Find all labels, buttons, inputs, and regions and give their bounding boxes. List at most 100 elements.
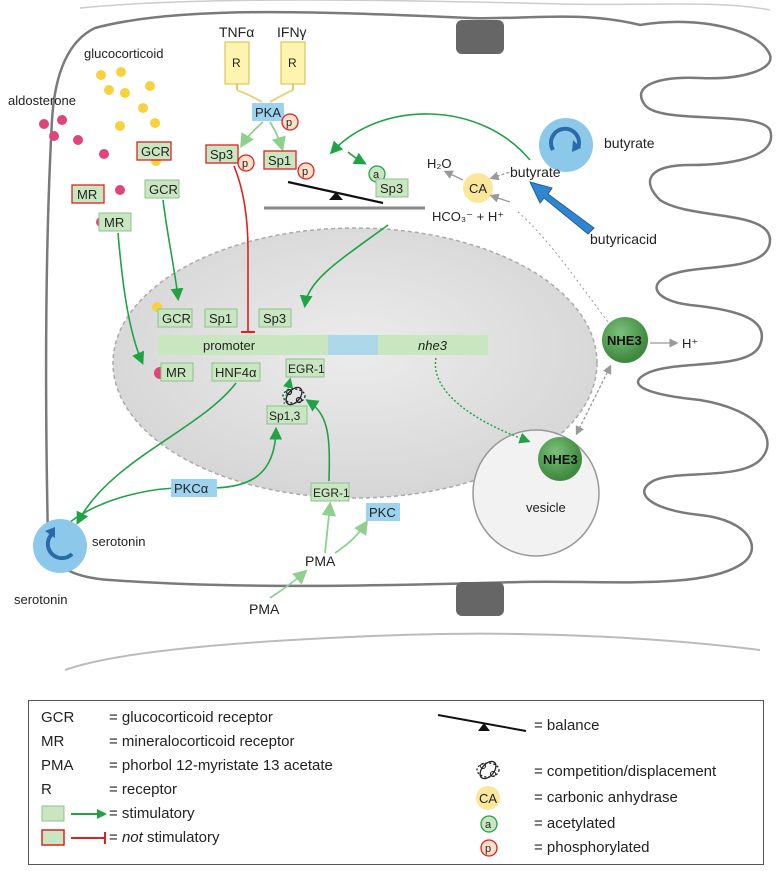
sp1-phospho-label: Sp1 [268,153,291,168]
tnfa-receptor-label: R [232,56,241,70]
legend-row-competition: = competition/displacement [434,760,754,785]
legend-desc: = mineralocorticoid receptor [109,733,295,750]
promoter-region [158,335,328,355]
mr-active-label: MR [104,215,124,230]
legend-desc: = acetylated [534,815,616,832]
egr1-nuclear-label: EGR-1 [288,362,325,376]
acetyl-icon-text: a [485,819,492,831]
vesicle [472,429,600,557]
sp3-phospho-box [205,144,239,164]
pka-label: PKA [255,105,281,120]
sp3-nuclear-label: Sp3 [263,311,286,326]
butyric-acid-label: butyricacid [590,231,657,247]
sp3-acetyl-a: a [373,169,380,181]
bicarbonate-label: HCO₃⁻ + H⁺ [432,209,504,224]
serotonin-label-inside: serotonin [92,534,145,549]
nhe3-trafficking-arrow [434,357,531,444]
nhe3-membrane-label: NHE3 [607,333,642,348]
sp1-phospho-p: p [302,166,308,178]
legend-abbr: GCR [41,709,75,726]
balance-beam [287,180,384,205]
legend-desc: = phorbol 12-myristate 13 acetate [109,757,333,774]
ifng-label: IFNγ [277,24,307,40]
sp1-nuclear-label: Sp1 [209,311,232,326]
hnf4a-serotonin-arrow [76,382,237,525]
glucocorticoid-molecules [96,67,161,166]
not-stimulatory-symbol [41,829,106,846]
gcr-nuclear-label: GCR [162,311,191,326]
promoter-label: promoter [203,338,256,353]
cell-membrane [44,10,773,588]
sp1-phospho-box [263,150,297,170]
neighbor-membrane-bottom [64,632,761,671]
inhibit-line [233,165,249,332]
tight-junction-bottom [456,582,504,616]
legend-desc: = carbonic anhydrase [534,789,678,806]
pkca-box [171,479,217,497]
pkc-label: PKC [369,505,396,520]
ca-enzyme [463,173,493,203]
sp3-phospho-p: p [242,158,248,170]
hnf4a-label: HNF4α [215,365,257,380]
butyrate-label-top: butyrate [604,135,655,151]
pka-phospho-label: p [286,117,292,129]
legend-abbr: MR [41,733,65,750]
gcr-nuclear-box [157,308,193,328]
legend-row-acetylated: a = acetylated [434,815,754,837]
sp3-phospho-label: Sp3 [210,147,233,162]
legend-desc: = receptor [109,781,177,798]
phospho-icon: p [480,839,498,857]
h2o-label: H₂O [427,156,452,171]
legend-row-balance: = balance [434,714,754,747]
sp3-to-promoter-arrow [299,224,389,309]
serotonin-transporter [33,519,87,573]
nhe3-gene-region [378,335,488,355]
nhe3-membrane [602,317,648,363]
stimulatory-symbol [41,805,107,822]
gcr-active-label: GCR [149,182,178,197]
tight-junction-top [456,20,504,54]
legend-desc: = competition/displacement [534,763,717,780]
egr1-cyto-box [310,482,350,502]
acetyl-icon: a [480,815,498,833]
pkca-label: PKCα [174,481,209,496]
hnf4a-box [211,362,261,382]
nhe3-gene-label: nhe3 [418,338,448,353]
ca-label: CA [469,181,487,196]
gcr-nucleus-arrow [162,199,184,302]
ifng-receptor-label: R [288,56,297,70]
ca-icon: CA [476,786,500,810]
legend-row-stimulatory: = stimulatory [41,805,321,827]
egr1-upregulation-arrow [305,399,331,482]
legend-desc: = not stimulatory [109,829,220,846]
legend: GCR = glucocorticoid receptor MR = miner… [28,700,764,865]
ifng-receptor [280,41,306,85]
tss-region [328,335,378,355]
butyrate-transporter-icon [549,126,581,152]
pka-box [252,103,284,121]
nhe3-vesicle [538,437,582,481]
butyric-acid-arrow [529,181,595,235]
phospho-icon-text: p [485,843,491,855]
nhe3-vesicle-label: NHE3 [543,452,578,467]
aldosterone-label: aldosterone [8,93,76,108]
competition-icon [476,760,500,780]
competition-symbol [282,386,306,406]
legend-desc: = glucocorticoid receptor [109,709,273,726]
pkc-box [366,503,400,521]
gcr-inactive-label: GCR [141,144,170,159]
legend-desc: = stimulatory [109,805,195,822]
sp1-nuclear-box [204,308,238,328]
hplus-label: H⁺ [682,336,698,351]
legend-row-ca: CA = carbonic anhydrase [434,786,754,811]
pkca-pathway [69,430,276,523]
balance-icon [437,714,527,732]
legend-desc: = balance [534,717,600,734]
legend-abbr: PMA [41,757,74,774]
gcr-active-box [144,179,180,199]
balance-fulcrum [329,192,343,200]
butyrate-label-mid: butyrate [510,164,561,180]
butyrate-transporter [539,118,593,172]
vesicle-label: vesicle [526,500,566,515]
butyrate-feedback-arrow [329,113,531,161]
